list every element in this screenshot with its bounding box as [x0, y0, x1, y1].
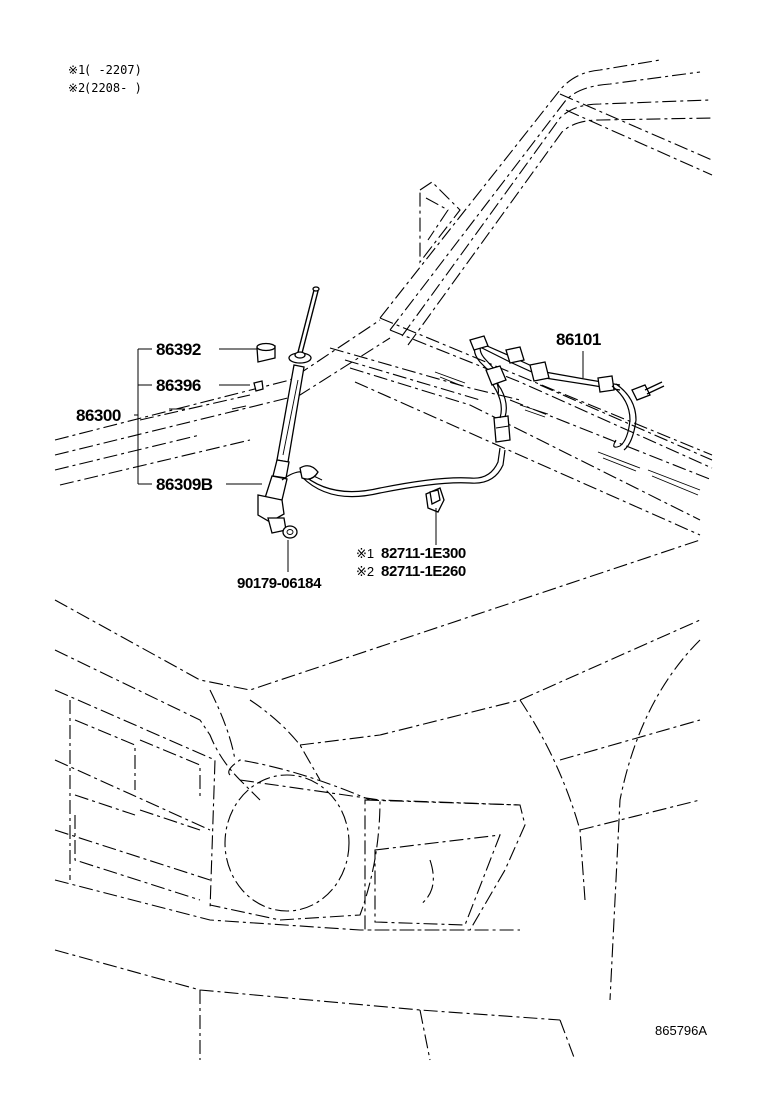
legend: ※1 ( -2207) ※2 (2208- )	[68, 63, 142, 95]
legend-marker-2: ※2	[68, 81, 85, 95]
label-82711-1E300: 82711-1E300	[381, 545, 466, 562]
nut-90179	[282, 525, 298, 539]
antenna-cable	[299, 369, 511, 498]
clip-82711	[425, 487, 445, 545]
label-90179-06184: 90179-06184	[237, 575, 322, 592]
diagram-code: 865796A	[655, 1023, 707, 1038]
front-body-outline	[54, 619, 701, 1061]
label-82711-1E260: 82711-1E260	[381, 563, 466, 580]
legend-marker-1: ※1	[68, 63, 85, 77]
label-86396: 86396	[156, 376, 201, 395]
windshield-outline	[379, 59, 713, 469]
legend-range-2: (2208- )	[84, 81, 142, 95]
leader-lines	[134, 348, 584, 572]
cowl-outline	[54, 319, 713, 691]
part-labels: 86392 86396 86300 86309B 90179-06184 861…	[76, 330, 601, 592]
cable-86101	[469, 335, 665, 451]
legend-range-1: ( -2207)	[84, 63, 142, 77]
antenna-assembly	[257, 286, 323, 534]
label-86392: 86392	[156, 340, 201, 359]
label-86309B: 86309B	[156, 475, 213, 494]
grommet-86392	[256, 342, 276, 363]
label-86101: 86101	[556, 330, 601, 349]
label-82711-marker-1: ※1	[356, 546, 374, 561]
label-82711-marker-2: ※2	[356, 564, 374, 579]
label-86300: 86300	[76, 406, 121, 425]
clip-86396	[253, 380, 264, 392]
